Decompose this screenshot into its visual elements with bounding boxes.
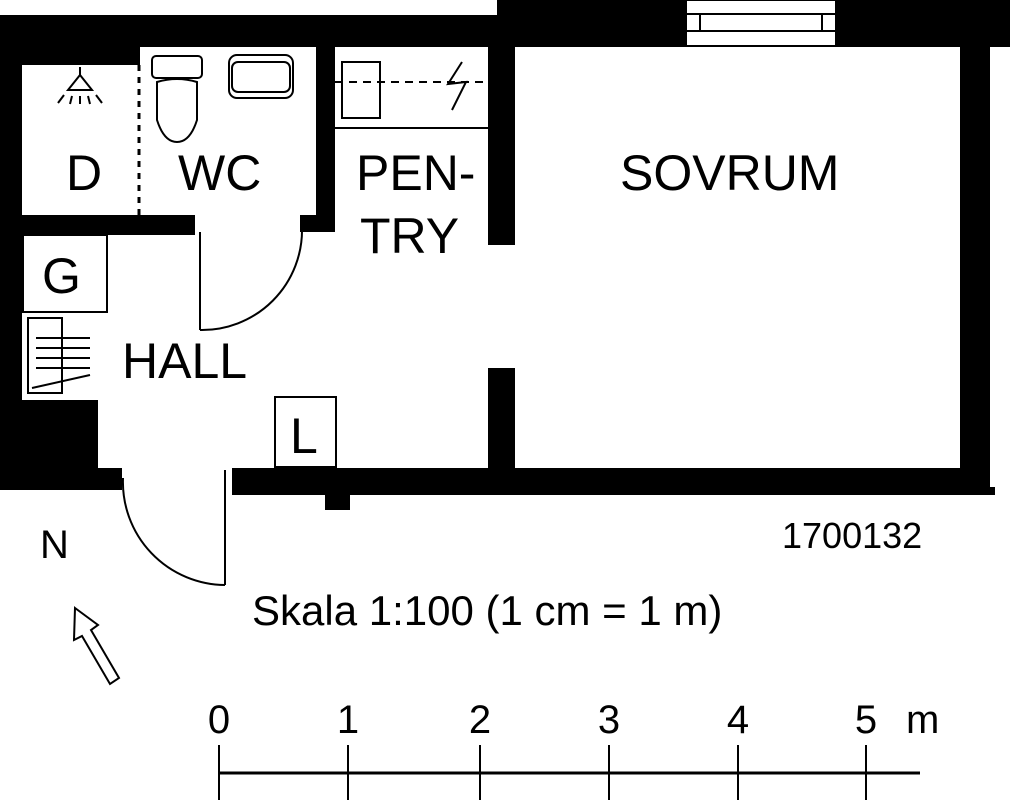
scale-tick-5: 5 (855, 698, 877, 742)
scale-tick-4: 4 (727, 698, 749, 742)
room-label-bedroom: SOVRUM (620, 145, 839, 201)
north-arrow-icon (72, 606, 121, 686)
scale-tick-3: 3 (598, 698, 620, 742)
walls (0, 0, 1010, 510)
scale-tick-2: 2 (469, 698, 491, 742)
room-label-hall: HALL (122, 333, 247, 389)
window (685, 0, 837, 47)
shower-icon (57, 67, 103, 105)
closet-g (22, 234, 108, 313)
sink-icon (228, 54, 294, 99)
scale-bar: 0 1 2 3 4 5 m (208, 698, 939, 800)
pantry-counter (335, 61, 488, 129)
room-label-pantry-2: TRY (360, 208, 459, 264)
closet-label-g: G (42, 248, 81, 304)
scale-text: Skala 1:100 (1 cm = 1 m) (252, 587, 722, 634)
shelf-icon (27, 317, 91, 394)
room-label-wc: WC (178, 145, 261, 201)
scale-tick-1: 1 (337, 698, 359, 742)
scale-tick-0: 0 (208, 698, 230, 742)
wc-door (199, 227, 304, 332)
entrance-door[interactable] (121, 470, 226, 586)
north-label: N (40, 523, 69, 567)
room-label-shower: D (66, 145, 102, 201)
toilet-icon (151, 55, 203, 144)
closet-l (274, 396, 337, 468)
plan-id: 1700132 (782, 515, 922, 556)
scale-unit: m (906, 698, 939, 742)
electric-icon (446, 61, 468, 111)
closet-label-l: L (290, 408, 318, 464)
room-label-pantry-1: PEN- (356, 145, 475, 201)
